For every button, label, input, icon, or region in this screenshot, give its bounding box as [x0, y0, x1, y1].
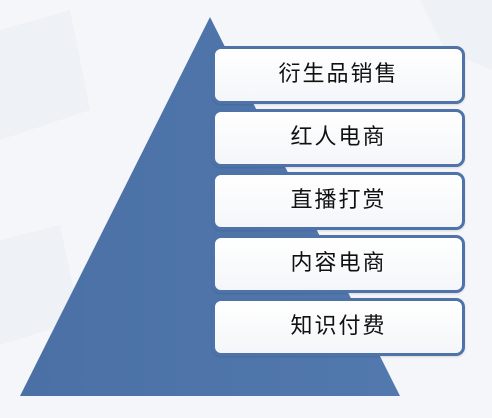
tier-1-label: 衍生品销售 — [278, 62, 399, 87]
tier-5-label: 知识付费 — [290, 314, 387, 339]
pyramid-tiers: 衍生品销售 红人电商 直播打赏 内容电商 知识付费 — [212, 46, 465, 361]
tier-4-label: 内容电商 — [290, 251, 387, 276]
tier-2-label: 红人电商 — [290, 125, 387, 150]
tier-3-label: 直播打赏 — [290, 188, 387, 213]
tier-2: 红人电商 — [212, 109, 465, 167]
tier-4: 内容电商 — [212, 235, 465, 293]
tier-1: 衍生品销售 — [212, 46, 465, 104]
tier-5: 知识付费 — [212, 298, 465, 356]
tier-3: 直播打赏 — [212, 172, 465, 230]
